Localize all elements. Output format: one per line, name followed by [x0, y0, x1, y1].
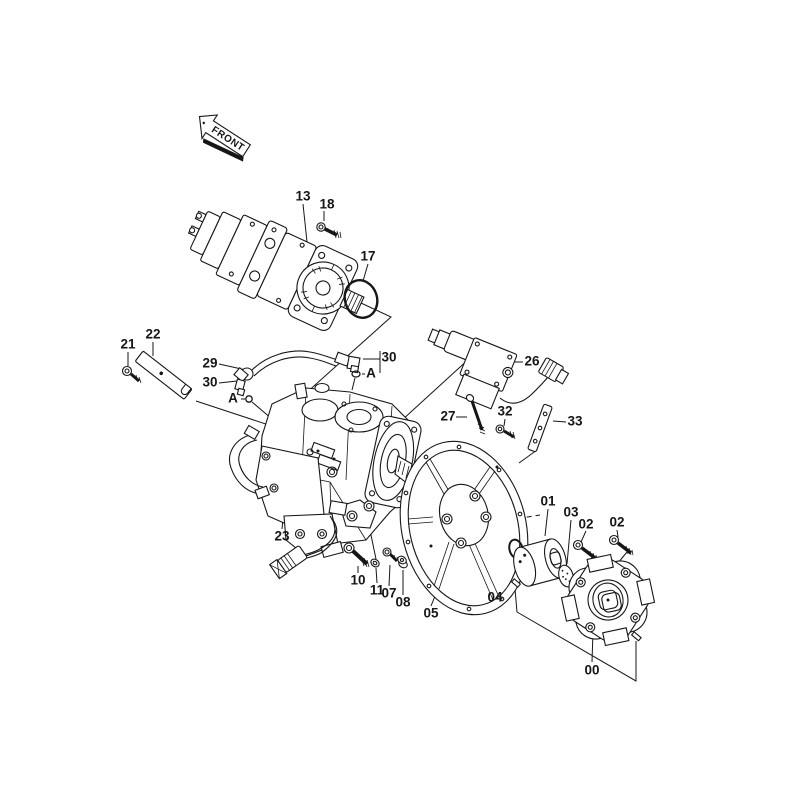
part-callout-A: A: [228, 391, 238, 406]
o-ring-17: [343, 279, 379, 319]
o-ring-a-right: [351, 370, 361, 378]
flexible-coupling-00: [560, 553, 656, 647]
part-callout-01: 01: [540, 494, 556, 509]
gear-pump-13: [187, 210, 365, 331]
cable-connector: [538, 357, 570, 385]
drain-hose-connector: [268, 515, 338, 580]
pin-near-coupling: [630, 631, 642, 642]
part-callout-18: 18: [319, 197, 335, 212]
bolt-02-b: [608, 534, 634, 556]
part-callout-17: 17: [360, 249, 375, 264]
part-callout-23: 23: [274, 529, 290, 544]
bolt-02-a: [572, 539, 598, 561]
main-pump-body: [229, 382, 422, 580]
part-callout-03: 03: [563, 505, 579, 520]
part-callout-A: A: [366, 366, 376, 381]
bracket-22: [135, 351, 192, 400]
part-callout-00: 00: [584, 663, 599, 678]
valve-cable: [499, 376, 549, 404]
part-callout-11: 11: [370, 583, 385, 598]
bolt-27: [465, 393, 486, 435]
bolt-18: [316, 222, 342, 239]
part-callout-13: 13: [295, 189, 311, 204]
front-direction-arrow: FRONT: [198, 114, 252, 162]
part-callout-30: 30: [381, 350, 396, 365]
washer-11: [370, 558, 380, 568]
o-ring-a-left: [245, 395, 253, 403]
part-callout-33: 33: [567, 414, 583, 429]
part-callout-02: 02: [578, 517, 593, 532]
nut-08: [397, 555, 408, 569]
part-callout-22: 22: [145, 327, 160, 342]
part-callout-27: 27: [440, 409, 455, 424]
part-callout-30: 30: [202, 375, 217, 390]
bolt-10: [343, 542, 370, 568]
plate-33: [527, 403, 553, 453]
part-callout-02: 02: [609, 515, 624, 530]
solenoid-valve-26: [427, 328, 570, 410]
u-pipe: [229, 424, 271, 500]
bolt-21: [121, 365, 142, 384]
part-callout-08: 08: [395, 595, 411, 610]
part-callout-26: 26: [524, 354, 540, 369]
part-callout-10: 10: [350, 573, 365, 588]
part-callout-29: 29: [202, 356, 217, 371]
bolt-32: [495, 424, 516, 440]
pin-near-hub: [510, 578, 522, 588]
part-callout-21: 21: [120, 337, 136, 352]
bolt-07: [382, 547, 400, 564]
part-callout-07: 07: [381, 586, 396, 601]
part-callout-32: 32: [497, 404, 512, 419]
part-callout-05: 05: [423, 606, 439, 621]
hose-29: [233, 350, 361, 397]
part-callout-04: 04: [487, 590, 503, 605]
